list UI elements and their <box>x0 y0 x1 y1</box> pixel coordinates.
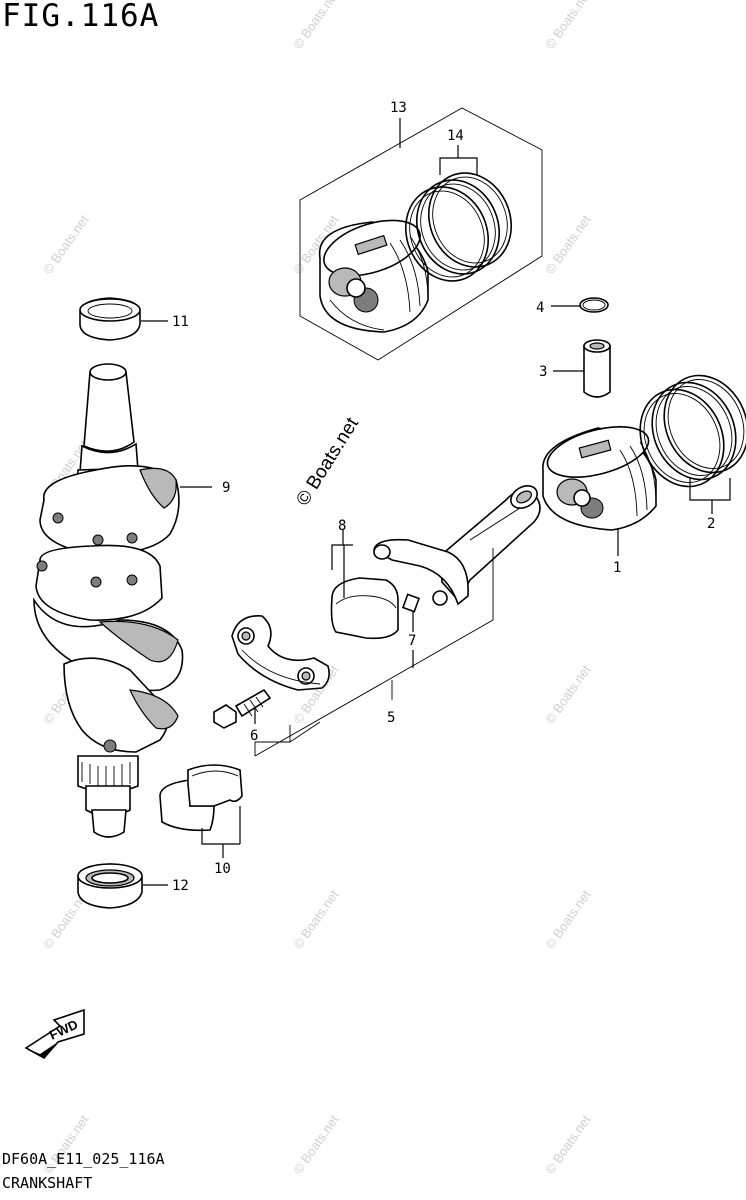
figure-code: DF60A_E11_025_116A <box>2 1150 165 1168</box>
callout-8: 8 <box>338 518 346 534</box>
crank-main-bearing <box>159 764 243 858</box>
callout-13: 13 <box>390 100 407 116</box>
locating-pin <box>401 593 421 668</box>
piston-lower <box>542 426 657 556</box>
callout-11: 11 <box>172 314 189 330</box>
conrod-cap <box>231 615 330 691</box>
watermark-small: © Boats.net <box>40 212 92 277</box>
oil-seal-upper <box>79 297 168 341</box>
watermark-small: © Boats.net <box>290 1112 342 1177</box>
connecting-rod <box>373 485 541 606</box>
piston-upper <box>318 219 429 333</box>
figure-name: CRANKSHAFT <box>2 1174 93 1192</box>
callout-14: 14 <box>447 128 464 144</box>
figure-title: FIG.116A <box>2 0 160 34</box>
piston-rings-upper <box>404 145 513 282</box>
piston-pin <box>553 339 611 398</box>
callout-6: 6 <box>250 728 258 744</box>
watermark-main: © Boats.net <box>292 413 363 509</box>
crankshaft <box>33 363 212 838</box>
callout-2: 2 <box>707 516 715 532</box>
callout-3: 3 <box>539 364 547 380</box>
callout-1: 1 <box>613 560 621 576</box>
callout-5: 5 <box>387 710 395 726</box>
callout-9: 9 <box>222 480 230 496</box>
oil-seal-lower <box>77 863 168 909</box>
callout-4: 4 <box>536 300 544 316</box>
watermark-small: © Boats.net <box>290 0 342 52</box>
piston-pin-circlip <box>551 297 609 313</box>
watermark-small: © Boats.net <box>290 887 342 952</box>
watermark-small: © Boats.net <box>542 662 594 727</box>
watermark-small: © Boats.net <box>542 212 594 277</box>
conrod-bearing-upper <box>330 530 399 640</box>
callout-12: 12 <box>172 878 189 894</box>
piston-kit-box <box>299 107 543 361</box>
fwd-arrow: FWD <box>24 1008 85 1060</box>
watermark-small: © Boats.net <box>542 1112 594 1177</box>
watermark-small: © Boats.net <box>542 887 594 952</box>
conrod-bolt <box>213 688 272 729</box>
piston-rings-lower <box>639 374 746 514</box>
callout-10: 10 <box>214 861 231 877</box>
watermark-small: © Boats.net <box>542 0 594 52</box>
conrod-assembly-bracket <box>254 548 494 757</box>
callout-7: 7 <box>408 633 416 649</box>
